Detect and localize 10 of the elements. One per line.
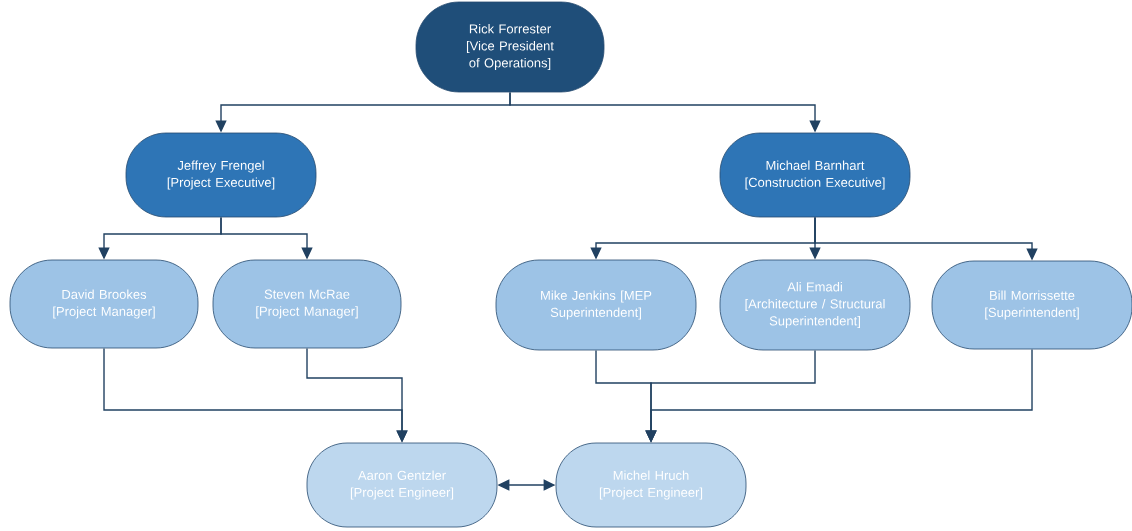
person-box: Steven McRae [Project Manager] bbox=[212, 259, 402, 349]
person-box: Ali Emadi [Architecture / Structural Superintendent] bbox=[719, 259, 911, 351]
person-box: David Brookes [Project Manager] bbox=[9, 259, 199, 349]
person-box: Michael Barnhart [Construction Executive] bbox=[719, 132, 911, 218]
person-box: Michel Hruch [Project Engineer] bbox=[555, 442, 747, 528]
person-box: Mike Jenkins [MEP Superintendent] bbox=[495, 259, 697, 351]
person-box: Aaron Gentzler [Project Engineer] bbox=[306, 442, 498, 528]
person-box: Rick Forrester [Vice President of Operations] bbox=[415, 1, 605, 93]
person-box: Jeffrey Frengel [Project Executive] bbox=[125, 132, 317, 218]
person-box: Bill Morrissette [Superintendent] bbox=[931, 260, 1132, 350]
